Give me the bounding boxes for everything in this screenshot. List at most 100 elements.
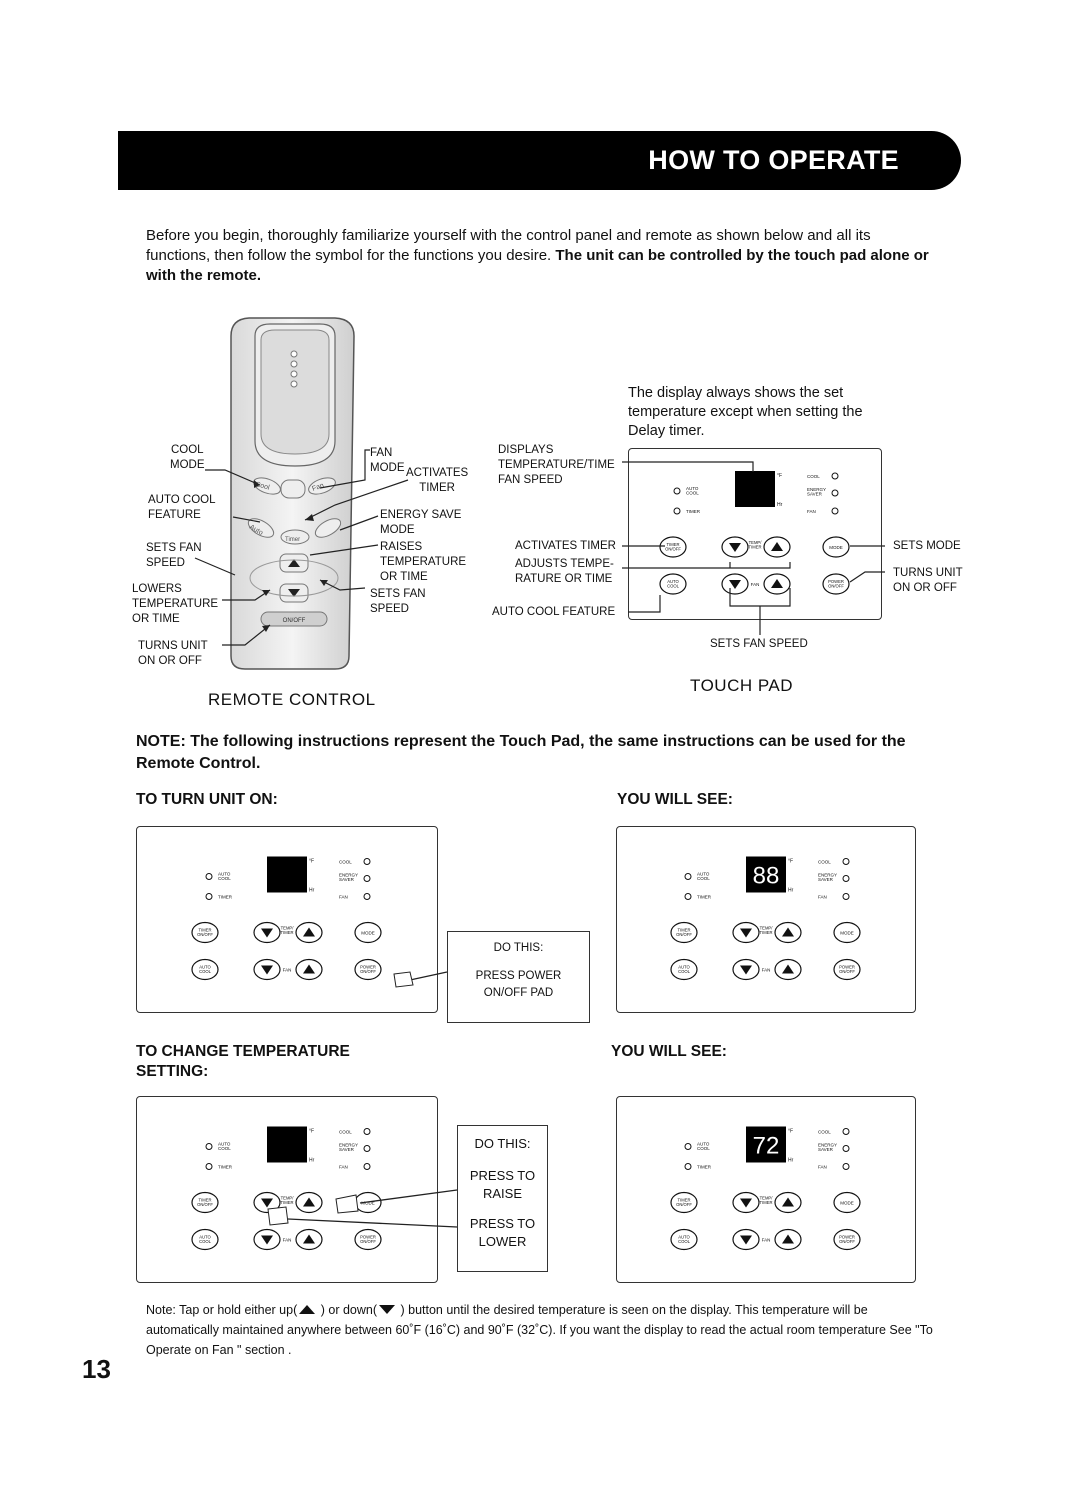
- remote-label-fan-mode-text: FAN MODE: [370, 447, 405, 474]
- power-button: [822, 573, 850, 595]
- remote-label-sets-fan-right-text: SETS FAN SPEED: [370, 588, 426, 615]
- timer-onoff-button: [670, 1191, 698, 1214]
- remote-label-activates-text: ACTIVATES TIMER: [406, 467, 469, 494]
- auto-cool-button-label: AUTO: [199, 1235, 211, 1240]
- timer-indicator-label: TIMER: [218, 895, 233, 900]
- display-note: The display always shows the set tempera…: [628, 385, 863, 439]
- timer-onoff-label: TIMER: [677, 928, 690, 933]
- cool-indicator: [842, 858, 850, 865]
- down-arrow-icon: [261, 1198, 273, 1208]
- auto-cool-button-label: AUTO: [199, 965, 211, 970]
- mode-button: [354, 921, 382, 944]
- energy-saver-indicator-label: ENERGY: [818, 1143, 837, 1148]
- up-arrow-icon: [782, 964, 794, 974]
- remote-label-sets-fan-right: SETS FAN SPEED: [370, 587, 426, 617]
- remote-label-raises-text: RAISES TEMPERATURE OR TIME: [380, 541, 467, 583]
- auto-cool-indicator-label: COOL: [218, 1146, 231, 1151]
- fan-indicator: [842, 893, 850, 900]
- fan-indicator: [842, 1163, 850, 1170]
- cool-indicator: [842, 1128, 850, 1135]
- display-hr: Hr: [309, 1158, 315, 1164]
- auto-cool-button-label: AUTO: [678, 965, 690, 970]
- remote-label-lowers: LOWERS TEMPERATURE OR TIME: [132, 582, 218, 627]
- mode-button: [833, 1191, 861, 1214]
- remote-label-auto-cool-text: AUTO COOL FEATURE: [148, 494, 216, 521]
- energy-saver-indicator: [831, 489, 839, 497]
- remote-label-energy-text: ENERGY SAVE MODE: [380, 509, 462, 536]
- auto-cool-indicator: [205, 873, 213, 880]
- up-triangle-icon: [299, 1305, 316, 1314]
- energy-saver-indicator-label: ENERGY: [339, 873, 358, 878]
- mode-label: MODE: [840, 931, 854, 936]
- display-deg-f: °F: [788, 1129, 793, 1135]
- auto-cool-indicator-label: COOL: [697, 1146, 710, 1151]
- remote-label-fan-mode: FAN MODE: [370, 446, 405, 476]
- down-arrow-icon: [740, 965, 752, 975]
- touch-pad-face: °FHrAUTOCOOLTIMERCOOLENERGYSAVERFANTIMER…: [659, 471, 850, 595]
- down-arrow-icon: [740, 1235, 752, 1245]
- cool-indicator-label: COOL: [807, 474, 820, 479]
- tp-label-auto-cool: AUTO COOL FEATURE: [492, 606, 616, 618]
- display-value: 72: [753, 1133, 780, 1160]
- cool-indicator-label: COOL: [339, 860, 352, 865]
- cool-indicator-label: COOL: [818, 1130, 831, 1135]
- up-arrow-icon: [782, 927, 794, 937]
- timer-indicator: [684, 893, 692, 900]
- turn-on-see-heading: YOU WILL SEE:: [617, 791, 733, 808]
- touchpad-caption: TOUCH PAD: [690, 676, 794, 695]
- auto-cool-indicator-label: AUTO: [218, 872, 231, 877]
- temp-timer-label: TEMP/: [760, 1196, 774, 1201]
- timer-onoff-label: TIMER: [666, 542, 679, 547]
- auto-cool-indicator-label: COOL: [686, 491, 699, 496]
- energy-saver-indicator: [363, 1145, 371, 1152]
- down-triangle-icon: [379, 1305, 396, 1314]
- timer-indicator-label: TIMER: [697, 895, 712, 900]
- temp-timer-label: TEMP/: [281, 1196, 295, 1201]
- power-button: [354, 958, 382, 981]
- auto-cool-button-label: COOL: [199, 1239, 212, 1244]
- down-arrow-icon: [729, 580, 741, 589]
- display-screen: [746, 856, 786, 893]
- auto-cool-indicator-label: AUTO: [686, 486, 699, 491]
- fan-indicator-label: FAN: [818, 1165, 827, 1170]
- timer-onoff-label: ON/OFF: [676, 1202, 692, 1207]
- remote-fan-text: Fan: [311, 482, 325, 493]
- energy-saver-indicator-label: SAVER: [818, 1147, 834, 1152]
- timer-onoff-button: [670, 921, 698, 944]
- up-arrow-icon: [771, 542, 783, 551]
- tp-label-activates: ACTIVATES TIMER: [515, 540, 616, 552]
- timer-onoff-label: ON/OFF: [197, 932, 213, 937]
- temp-timer-label: TIMER: [280, 1200, 293, 1205]
- auto-cool-button-label: COOL: [678, 969, 691, 974]
- energy-saver-indicator-label: ENERGY: [818, 873, 837, 878]
- auto-cool-button-label: COOL: [667, 583, 680, 588]
- display-screen: [746, 1126, 786, 1163]
- auto-cool-button: [670, 958, 698, 981]
- temp-timer-label: TIMER: [759, 1200, 772, 1205]
- display-screen: [267, 856, 307, 893]
- up-arrow-icon: [303, 964, 315, 974]
- remote-caption: REMOTE CONTROL: [208, 690, 376, 709]
- temp-timer-label: TEMP/: [281, 926, 295, 931]
- power-button: [833, 1228, 861, 1251]
- auto-cool-button-label: AUTO: [667, 579, 679, 584]
- power-button-label: ON/OFF: [360, 969, 376, 974]
- turn-on-do-label: DO THIS:: [493, 942, 544, 954]
- power-button-label: ON/OFF: [828, 583, 844, 588]
- energy-saver-indicator-label: ENERGY: [807, 487, 826, 492]
- mode-label: MODE: [840, 1201, 854, 1206]
- turn-on-instruction: PRESS POWER ON/OFF PAD: [475, 970, 562, 999]
- display-hr: Hr: [777, 502, 783, 508]
- auto-cool-button-label: AUTO: [678, 1235, 690, 1240]
- timer-onoff-label: TIMER: [198, 1198, 211, 1203]
- cool-indicator-label: COOL: [339, 1130, 352, 1135]
- auto-cool-button: [191, 1228, 219, 1251]
- touch-pad-face: 88°FHrAUTOCOOLTIMERCOOLENERGYSAVERFANTIM…: [670, 856, 861, 981]
- temp-timer-label: TIMER: [759, 930, 772, 935]
- mode-label: MODE: [361, 931, 375, 936]
- fan-button-label: FAN: [762, 1238, 771, 1243]
